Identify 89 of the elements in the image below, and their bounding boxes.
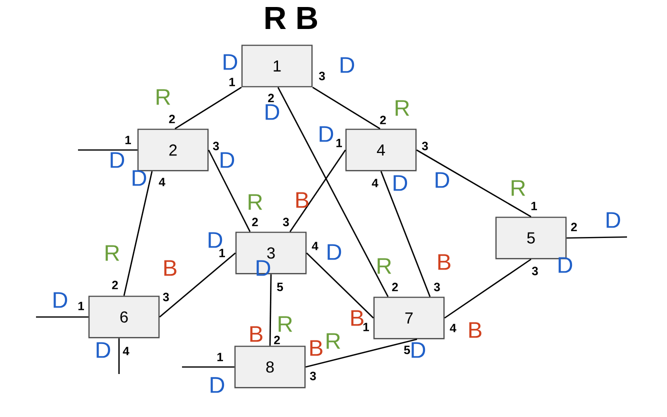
port-number: 4 bbox=[450, 324, 456, 332]
link-line bbox=[269, 274, 272, 346]
port-role-letter: D bbox=[220, 152, 234, 168]
port-number: 1 bbox=[531, 202, 537, 210]
port-number: 1 bbox=[336, 138, 342, 148]
port-number: 2 bbox=[392, 282, 398, 292]
port-role-letter: D bbox=[394, 175, 408, 191]
port-role-letter: B bbox=[296, 192, 308, 208]
port-number: 1 bbox=[219, 248, 225, 258]
port-role-letter: R bbox=[278, 316, 292, 332]
port-number: 2 bbox=[571, 222, 577, 232]
port-role-letter: D bbox=[224, 54, 238, 70]
link-line bbox=[289, 150, 346, 232]
port-role-letter: R bbox=[248, 194, 262, 210]
port-role-letter: R bbox=[378, 258, 392, 274]
switch-box: 2 bbox=[137, 128, 209, 172]
port-role-letter: D bbox=[54, 292, 68, 308]
port-number: 2 bbox=[268, 94, 274, 102]
port-number: 2 bbox=[169, 114, 175, 124]
port-number: 3 bbox=[282, 218, 289, 226]
port-role-letter: B bbox=[438, 254, 450, 270]
port-number: 2 bbox=[252, 218, 258, 226]
link-line bbox=[208, 150, 251, 232]
port-line bbox=[182, 366, 234, 368]
port-line bbox=[78, 149, 138, 151]
port-role-letter: D bbox=[320, 126, 334, 142]
link-line bbox=[380, 171, 431, 297]
port-number: 1 bbox=[363, 322, 369, 332]
port-role-letter: D bbox=[558, 257, 572, 273]
switch-box: 8 bbox=[234, 346, 306, 388]
link-line bbox=[306, 252, 374, 318]
port-number: 3 bbox=[532, 266, 538, 276]
port-role-letter: R bbox=[156, 89, 170, 105]
port-number: 1 bbox=[78, 302, 84, 310]
port-role-letter: D bbox=[340, 57, 354, 73]
port-role-letter: D bbox=[412, 342, 426, 358]
switch-box: 1 bbox=[241, 44, 313, 88]
port-number: 4 bbox=[158, 178, 166, 186]
port-role-letter: D bbox=[110, 152, 124, 168]
port-role-letter: R bbox=[512, 180, 526, 196]
port-role-letter: D bbox=[266, 104, 280, 120]
port-role-letter: B bbox=[469, 322, 482, 338]
port-role-letter: R bbox=[396, 100, 410, 116]
port-role-letter: D bbox=[132, 170, 146, 186]
port-number: 4 bbox=[372, 178, 378, 188]
port-number: 1 bbox=[229, 78, 235, 86]
link-line bbox=[174, 86, 242, 130]
port-role-letter: R bbox=[106, 245, 120, 261]
port-role-letter: D bbox=[210, 377, 224, 393]
port-role-letter: D bbox=[96, 342, 110, 358]
link-line bbox=[277, 86, 389, 298]
port-role-letter: B bbox=[250, 326, 262, 342]
link-line bbox=[444, 258, 532, 319]
switch-box: 6 bbox=[88, 296, 160, 338]
switch-box: 7 bbox=[373, 296, 445, 340]
port-number: 2 bbox=[112, 280, 118, 290]
port-number: 1 bbox=[125, 136, 131, 144]
port-number: 1 bbox=[217, 352, 223, 362]
port-role-letter: D bbox=[328, 244, 342, 260]
link-line bbox=[123, 171, 153, 296]
link-line bbox=[159, 252, 236, 318]
port-role-letter: B bbox=[351, 310, 364, 326]
port-number: 5 bbox=[404, 346, 410, 354]
link-line bbox=[305, 338, 418, 368]
port-role-letter: D bbox=[256, 260, 270, 276]
port-number: 3 bbox=[422, 142, 428, 150]
port-role-letter: B bbox=[310, 340, 322, 356]
port-line bbox=[118, 338, 120, 374]
port-number: 2 bbox=[380, 116, 386, 124]
port-role-letter: D bbox=[436, 172, 450, 188]
port-number: 2 bbox=[274, 336, 280, 344]
port-number: 3 bbox=[212, 142, 219, 150]
root-bridge-label: R B bbox=[266, 6, 318, 29]
port-number: 3 bbox=[318, 72, 325, 80]
port-role-letter: R bbox=[326, 333, 340, 349]
port-role-letter: B bbox=[164, 260, 176, 276]
port-role-letter: D bbox=[208, 232, 222, 248]
port-number: 5 bbox=[277, 282, 283, 292]
port-line bbox=[36, 316, 88, 318]
port-number: 3 bbox=[310, 372, 316, 380]
port-role-letter: D bbox=[606, 212, 620, 228]
port-line bbox=[566, 236, 628, 239]
link-line bbox=[416, 149, 532, 218]
switch-box: 4 bbox=[345, 128, 417, 172]
port-number: 4 bbox=[122, 346, 130, 356]
port-number: 3 bbox=[434, 282, 440, 292]
link-line bbox=[312, 86, 380, 130]
port-number: 4 bbox=[312, 242, 318, 250]
port-number: 3 bbox=[162, 292, 169, 302]
